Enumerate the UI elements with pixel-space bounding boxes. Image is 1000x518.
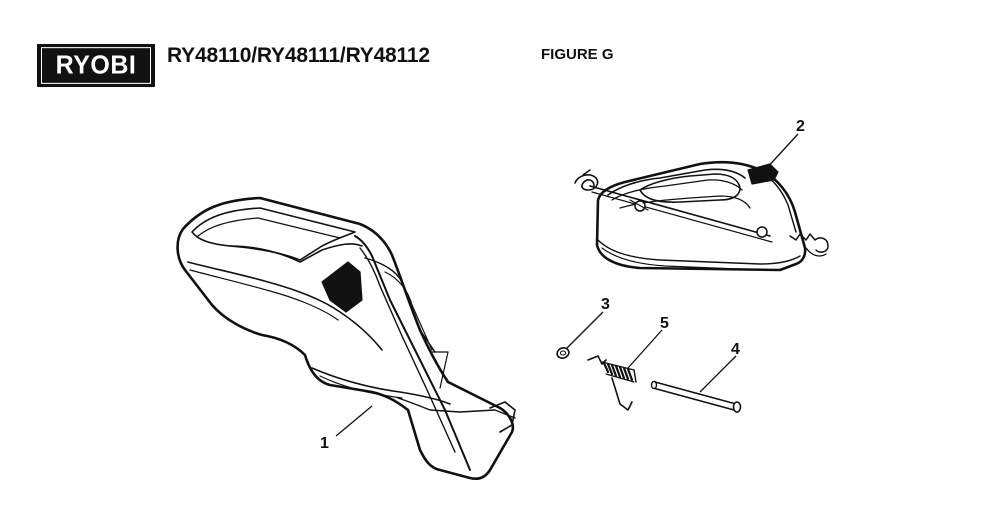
leader-lines bbox=[335, 133, 799, 437]
callout-3: 3 bbox=[601, 296, 610, 313]
callout-2: 2 bbox=[796, 118, 805, 135]
callout-1: 1 bbox=[320, 435, 329, 452]
figure-label: FIGURE G bbox=[541, 46, 614, 63]
leader-line-4 bbox=[699, 355, 737, 393]
callout-5: 5 bbox=[660, 315, 669, 332]
part-5-torsion-spring bbox=[587, 355, 637, 411]
part-1-discharge-chute bbox=[176, 196, 516, 481]
leader-line-3 bbox=[566, 311, 604, 349]
part-4-rod bbox=[650, 380, 742, 413]
brand-logo: RYOBI bbox=[37, 44, 155, 87]
part-2-rear-flap bbox=[574, 160, 829, 272]
leader-line-1 bbox=[335, 405, 373, 437]
callout-4: 4 bbox=[731, 341, 740, 358]
leader-line-5 bbox=[627, 329, 663, 369]
leader-line-2 bbox=[764, 133, 799, 171]
model-numbers: RY48110/RY48111/RY48112 bbox=[167, 44, 430, 67]
part-3-washer bbox=[556, 347, 570, 359]
brand-logo-text: RYOBI bbox=[41, 47, 151, 84]
